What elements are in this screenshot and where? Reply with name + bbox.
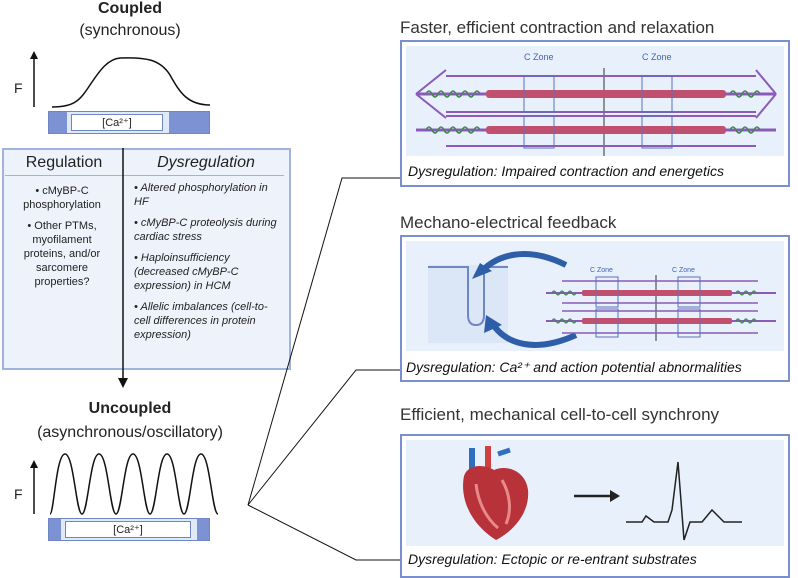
panel-1-caption: Dysregulation: Impaired contraction and … (408, 163, 724, 179)
coupled-f-label: F (14, 80, 23, 96)
c-zone-left (595, 276, 619, 308)
coupled-force-curve (51, 57, 211, 108)
heart-icon (463, 446, 529, 540)
dysregulation-header: Dysregulation (157, 154, 255, 171)
uncoupled-title: Uncoupled (88, 400, 172, 417)
sarcomere-row-lower (416, 115, 776, 149)
feedback-arrow-bottom (489, 321, 578, 348)
titin-spring (729, 126, 761, 134)
panel-2-caption: Dysregulation: Ca²⁺ and action potential… (406, 359, 742, 375)
sarcomere-row-lower (546, 308, 776, 338)
arrow-head (610, 490, 620, 502)
sarcomere-row-upper (546, 276, 776, 308)
t-tubule (428, 266, 508, 327)
calcium-bar-cap-left (49, 519, 61, 540)
transition-arrow (118, 148, 128, 388)
calcium-bar-cap-right (169, 112, 209, 133)
panel-2-title: Mechano-electrical feedback (400, 213, 617, 232)
c-zone-left (523, 75, 555, 113)
uncoupled-force-curve (49, 453, 219, 515)
c-zone-left (523, 115, 555, 149)
coupled-force-trace (30, 51, 211, 108)
titin-spring (551, 318, 577, 324)
titin-spring (729, 90, 761, 98)
titin-spring (735, 318, 757, 324)
regulation-item: • Other PTMs, myofilament proteins, and/… (23, 220, 101, 288)
c-zone-label-left: C Zone (524, 52, 554, 62)
uncoupled-subtitle: (asynchronous/oscillatory) (37, 424, 223, 441)
c-zone-label-right: C Zone (642, 52, 672, 62)
sarcomere-illustration-1: C Zone C Zone (415, 52, 777, 156)
dysregulation-item: • Haploinsufficiency (decreased cMyBP-C … (134, 252, 239, 292)
force-axis-arrowhead (30, 51, 38, 59)
z-disc (755, 69, 777, 95)
uncoupled-calcium-bar: [Ca²⁺] (48, 518, 210, 541)
mechano-electrical-illustration: C Zone C Zone (428, 251, 776, 348)
regulation-header: Regulation (25, 154, 103, 171)
regulation-list: • cMyBP-C phosphorylation • Other PTMs, … (14, 184, 110, 296)
feedback-arrowhead-bottom (484, 315, 502, 333)
heart-ecg-illustration (463, 446, 742, 541)
dysregulation-item: • cMyBP-C proteolysis during cardiac str… (134, 217, 277, 243)
coupled-subtitle: (synchronous) (79, 22, 181, 39)
ecg-trace (626, 461, 742, 541)
connector-line-panel-1 (247, 177, 402, 506)
dysregulation-item: • Allelic imbalances (cell-to-cell diffe… (134, 301, 268, 341)
feedback-arrowhead-top (472, 263, 492, 279)
panel-3-caption: Dysregulation: Ectopic or re-entrant sub… (408, 551, 697, 567)
z-disc (755, 93, 777, 119)
titin-spring (425, 90, 481, 98)
c-zone-label-right: C Zone (672, 267, 695, 274)
titin-spring (425, 126, 481, 134)
z-disc (415, 69, 447, 95)
regulation-item: • cMyBP-C phosphorylation (23, 185, 101, 211)
panel-1: C Zone C Zone Dy (400, 40, 790, 187)
panel-3: Dysregulation: Ectopic or re-entrant sub… (400, 434, 790, 578)
calcium-bar-cap-left (49, 112, 67, 133)
thick-filament (582, 290, 732, 296)
c-zone-right (677, 308, 701, 338)
connector-line-panel-2 (247, 369, 402, 506)
thick-filament (486, 126, 726, 134)
c-zone-right (641, 115, 673, 149)
dysregulation-list: • Altered phosphorylation in HF • cMyBP-… (134, 181, 284, 349)
z-disc (415, 93, 447, 119)
thick-filament (582, 318, 732, 324)
panel-2: C Zone C Zone Dysregulation: Ca²⁺ and ac… (400, 235, 790, 382)
panel-1-illustration-bg (406, 46, 784, 156)
regulation-header-divider (5, 175, 284, 176)
titin-spring (551, 290, 577, 296)
panel-3-title: Efficient, mechanical cell-to-cell synch… (400, 405, 720, 424)
panel-1-title: Faster, efficient contraction and relaxa… (400, 18, 715, 37)
c-zone-label-left: C Zone (590, 267, 613, 274)
uncoupled-force-trace (30, 453, 219, 515)
titin-spring (735, 290, 757, 296)
coupled-title: Coupled (98, 0, 162, 17)
sarcomere-row-upper (415, 69, 777, 119)
dysregulation-item: • Altered phosphorylation in HF (134, 182, 268, 208)
regulation-box (2, 148, 291, 370)
force-axis-arrowhead (30, 460, 38, 468)
coupled-calcium-bar: [Ca²⁺] (48, 111, 210, 134)
calcium-bar-cap-right (197, 519, 209, 540)
uncoupled-calcium-label: [Ca²⁺] (65, 521, 191, 538)
c-zone-left (595, 308, 619, 338)
uncoupled-f-label: F (14, 486, 23, 502)
c-zone-right (677, 276, 701, 308)
coupled-calcium-label: [Ca²⁺] (71, 114, 163, 131)
connector-line-panel-3 (247, 504, 402, 561)
thick-filament (486, 90, 726, 98)
c-zone-right (641, 75, 673, 113)
